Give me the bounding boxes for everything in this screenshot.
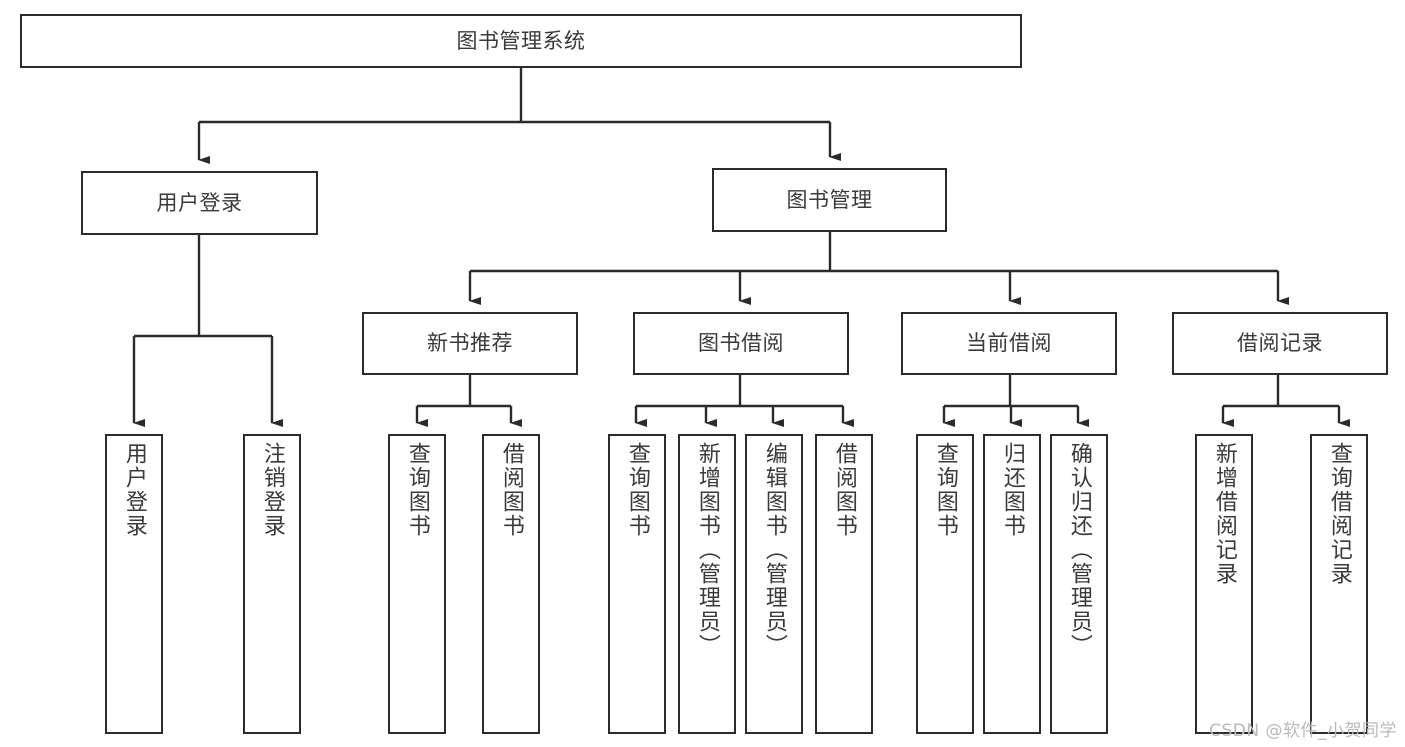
node-leaf-add-record[interactable]: 新增借阅记录 <box>1195 434 1253 734</box>
node-leaf-query-book-1[interactable]: 查询图书 <box>388 434 446 734</box>
node-leaf-query-record[interactable]: 查询借阅记录 <box>1310 434 1368 734</box>
node-leaf-query-book-1-label: 查询图书 <box>404 442 430 538</box>
node-leaf-query-book-3-label: 查询图书 <box>932 442 958 538</box>
node-new-book-recommend-label: 新书推荐 <box>427 331 513 356</box>
node-leaf-borrow-book-2[interactable]: 借阅图书 <box>815 434 873 734</box>
watermark: CSDN @软件_小贺同学 <box>1209 721 1397 741</box>
node-current-borrow[interactable]: 当前借阅 <box>901 312 1117 375</box>
node-leaf-logout-login-label: 注销登录 <box>259 442 285 538</box>
node-leaf-edit-book[interactable]: 编辑图书（管理员） <box>745 434 803 734</box>
node-book-management-label: 图书管理 <box>786 187 873 212</box>
node-root[interactable]: 图书管理系统 <box>20 14 1022 68</box>
node-leaf-return-book[interactable]: 归还图书 <box>983 434 1041 734</box>
node-leaf-user-login[interactable]: 用户登录 <box>105 434 163 734</box>
node-leaf-add-book[interactable]: 新增图书（管理员） <box>678 434 736 734</box>
node-leaf-query-book-2[interactable]: 查询图书 <box>608 434 666 734</box>
node-user-login-label: 用户登录 <box>156 190 243 215</box>
node-leaf-borrow-book-1-label: 借阅图书 <box>498 442 524 538</box>
node-user-login[interactable]: 用户登录 <box>81 171 318 235</box>
node-leaf-query-book-3[interactable]: 查询图书 <box>916 434 974 734</box>
node-leaf-user-login-label: 用户登录 <box>121 442 147 538</box>
node-leaf-add-book-label: 新增图书（管理员） <box>694 442 720 658</box>
node-leaf-logout-login[interactable]: 注销登录 <box>243 434 301 734</box>
node-leaf-confirm-return[interactable]: 确认归还（管理员） <box>1050 434 1108 734</box>
node-leaf-confirm-return-label: 确认归还（管理员） <box>1066 442 1092 658</box>
node-leaf-borrow-book-2-label: 借阅图书 <box>831 442 857 538</box>
node-borrow-record-label: 借阅记录 <box>1237 331 1323 356</box>
node-leaf-edit-book-label: 编辑图书（管理员） <box>761 442 787 658</box>
node-book-management[interactable]: 图书管理 <box>712 168 947 232</box>
node-leaf-query-record-label: 查询借阅记录 <box>1326 442 1352 586</box>
node-leaf-add-record-label: 新增借阅记录 <box>1211 442 1237 586</box>
node-book-borrow[interactable]: 图书借阅 <box>633 312 849 375</box>
node-root-label: 图书管理系统 <box>456 28 586 53</box>
node-leaf-borrow-book-1[interactable]: 借阅图书 <box>482 434 540 734</box>
node-leaf-query-book-2-label: 查询图书 <box>624 442 650 538</box>
node-current-borrow-label: 当前借阅 <box>966 331 1052 356</box>
node-book-borrow-label: 图书借阅 <box>698 331 784 356</box>
node-leaf-return-book-label: 归还图书 <box>999 442 1025 538</box>
node-new-book-recommend[interactable]: 新书推荐 <box>362 312 578 375</box>
node-borrow-record[interactable]: 借阅记录 <box>1172 312 1388 375</box>
